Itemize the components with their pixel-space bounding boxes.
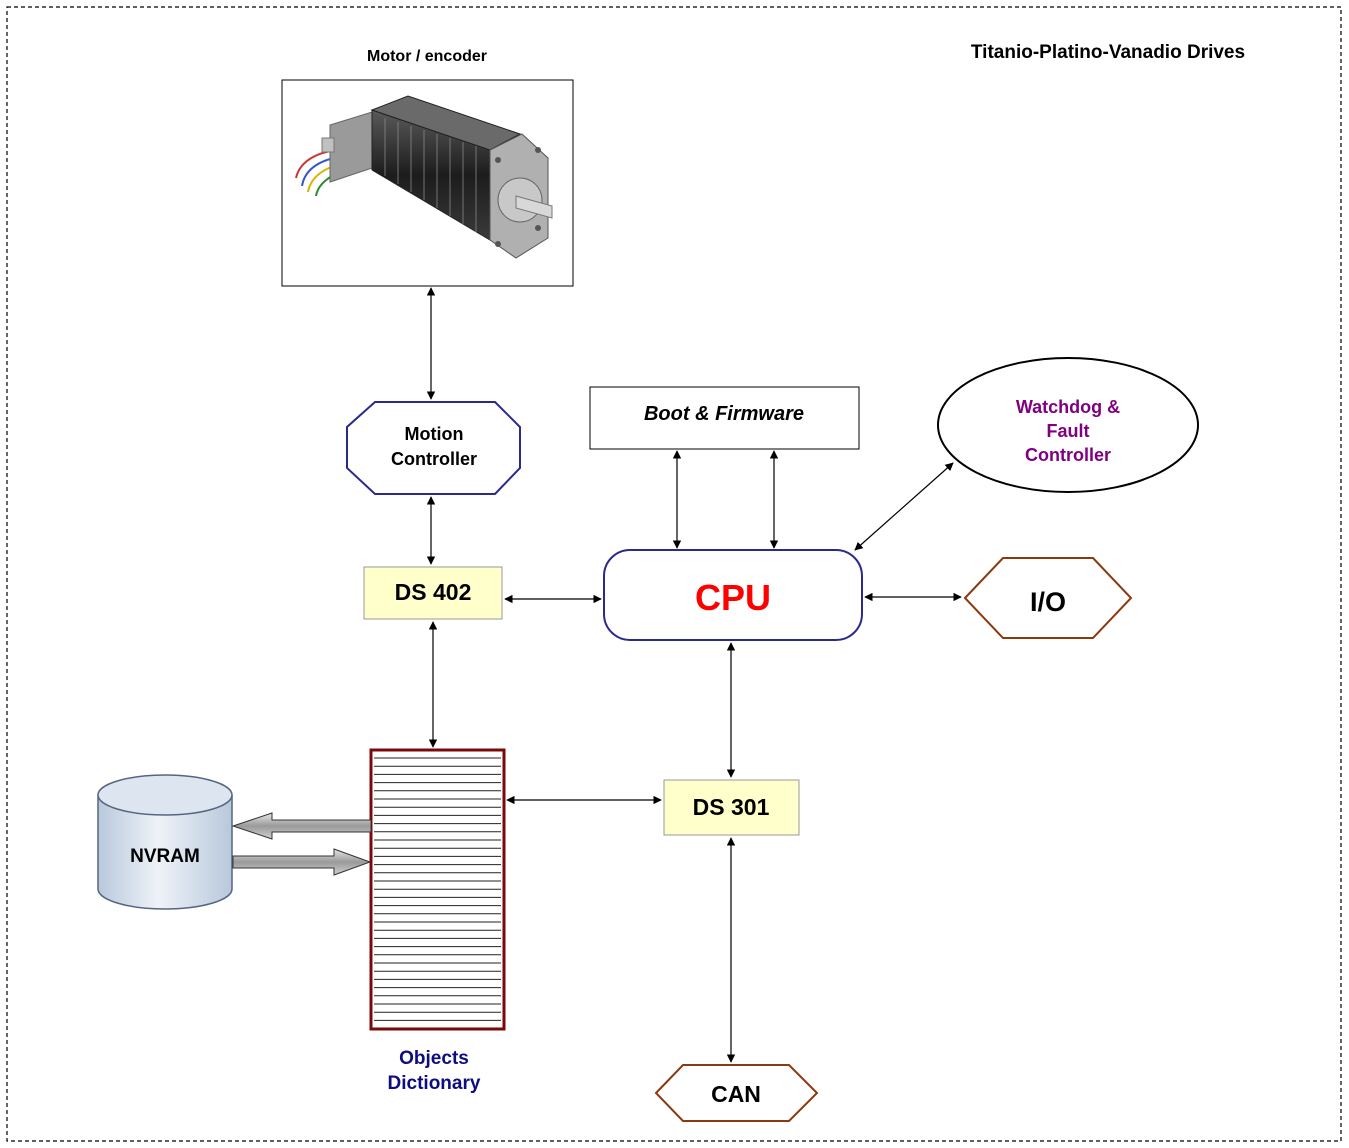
io-node: I/O [963,557,1133,639]
io-label: I/O [1030,587,1066,617]
cpu-node: CPU [603,549,863,641]
cpu-label: CPU [695,577,771,618]
motor-encoder-box [281,79,574,287]
connector-watchdog-cpu [854,462,954,551]
objects-dictionary-line-1: Objects [399,1048,469,1069]
diagram-title: Titanio-Platino-Vanadio Drives [971,42,1245,63]
motor-image [295,95,553,259]
motion-controller-line-2: Controller [391,449,477,469]
motion-controller-line-1: Motion [405,424,464,444]
ds402-label: DS 402 [395,579,472,605]
watchdog-node: Watchdog & Fault Controller [937,357,1199,493]
can-node: CAN [654,1064,819,1122]
ds301-node: DS 301 [663,779,800,836]
watchdog-line-2: Fault [1047,421,1090,441]
nvram-node: NVRAM [97,774,233,910]
ds402-node: DS 402 [363,566,503,620]
boot-firmware-node: Boot & Firmware [589,386,860,450]
boot-firmware-label: Boot & Firmware [644,403,804,425]
block-arrow-dictionary-to-nvram [231,812,372,840]
ds301-label: DS 301 [693,794,770,820]
nvram-label: NVRAM [130,846,200,867]
motor-label: Motor / encoder [367,48,487,65]
can-label: CAN [711,1081,761,1107]
objects-dictionary-node [369,748,506,1031]
watchdog-line-3: Controller [1025,445,1111,465]
motion-controller-node: Motion Controller [346,401,521,495]
block-arrow-nvram-to-dictionary [232,848,372,876]
watchdog-line-1: Watchdog & [1016,397,1120,417]
outer-border [6,6,1342,1142]
dictionary-entry-lines [374,757,501,1021]
objects-dictionary-line-2: Dictionary [388,1073,481,1094]
